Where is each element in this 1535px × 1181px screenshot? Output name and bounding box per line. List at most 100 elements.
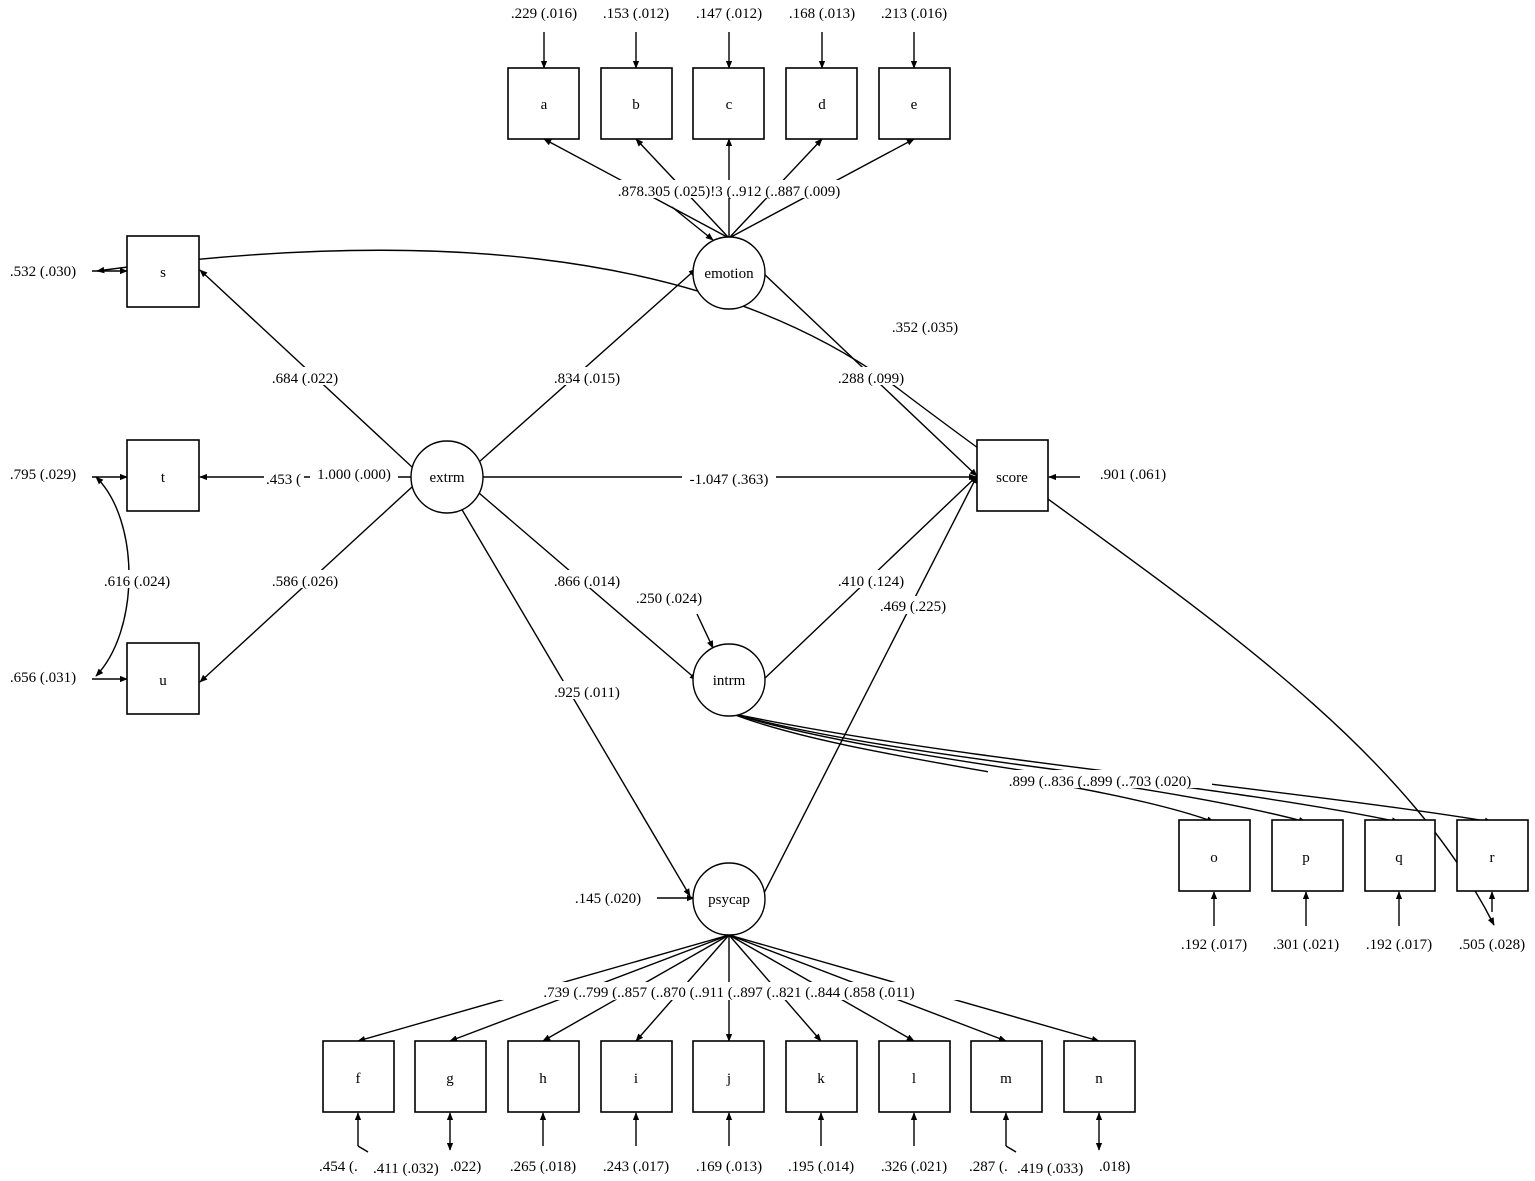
node-i: i [600,1040,673,1113]
covariance-s-r [96,249,1495,926]
path-label-extrm-emotion: .834 (.015) [554,371,620,387]
node-b: b [600,67,673,140]
node-f: f [322,1040,395,1113]
node-q: q [1364,819,1436,892]
residual-tail-f [357,1145,369,1153]
residual-label-g-tail: .022) [450,1159,481,1175]
residual-arrow-intrm [696,613,714,649]
residual-label-intrm: .250 (.024) [636,591,702,607]
path-label-extrm-intrm: .866 (.014) [554,574,620,590]
svg-text:psycap: psycap [708,892,750,908]
svg-text:n: n [1095,1071,1103,1087]
svg-text:score: score [996,470,1028,486]
path-extrm-psycap [460,507,691,897]
node-o: o [1178,819,1251,892]
residual-tail-m [1005,1145,1017,1153]
loading-intrm-r [729,712,1493,824]
svg-text:extrm: extrm [430,470,465,486]
node-d: d [785,67,858,140]
svg-text:m: m [1000,1071,1012,1087]
residual-label-q: .192 (.017) [1366,937,1432,953]
residual-label-h: .265 (.018) [510,1159,576,1175]
node-s: s [126,235,200,308]
path-psycap-score [761,475,978,898]
node-k: k [785,1040,858,1113]
svg-text:emotion: emotion [704,266,754,282]
svg-text:q: q [1395,850,1403,866]
svg-text:u: u [159,673,167,689]
node-r: r [1456,819,1529,892]
svg-text:h: h [539,1071,547,1087]
svg-text:p: p [1302,850,1310,866]
residual-label-l: .326 (.021) [881,1159,947,1175]
node-psycap: psycap [692,862,766,936]
residual-label-i: .243 (.017) [603,1159,669,1175]
residual-label-m: .287 (. [969,1159,1008,1175]
node-p: p [1271,819,1344,892]
psycap-loadings-label: .739 (..799 (..857 (..870 (..911 (..897 … [543,985,914,1001]
residual-label-b: .153 (.012) [603,6,669,22]
path-label-extrm-psycap: .925 (.011) [554,685,620,701]
residual-label-g: .411 (.032) [373,1161,439,1177]
path-label-extrm-score: -1.047 (.363) [690,472,769,488]
residual-label-r: .505 (.028) [1459,937,1525,953]
node-c: c [692,67,765,140]
svg-text:c: c [726,97,733,113]
residual-label-n: .419 (.033) [1017,1161,1083,1177]
node-a: a [507,67,580,140]
node-intrm: intrm [692,643,766,717]
loading-intrm-q [729,712,1400,824]
residual-label-u: .656 (.031) [10,670,76,686]
residual-label-psycap: .145 (.020) [575,891,641,907]
node-emotion: emotion [692,236,766,310]
residual-label-o: .192 (.017) [1181,937,1247,953]
residual-label-t: .795 (.029) [10,467,76,483]
svg-text:o: o [1210,850,1218,866]
svg-text:intrm: intrm [713,673,746,689]
node-n: n [1063,1040,1136,1113]
svg-text:i: i [634,1071,638,1087]
svg-text:d: d [818,97,826,113]
residual-label-k: .195 (.014) [788,1159,854,1175]
residual-label-a: .229 (.016) [511,6,577,22]
svg-text:j: j [726,1071,731,1087]
residual-label-d: .168 (.013) [789,6,855,22]
svg-text:b: b [632,97,640,113]
covariance-label-t-u: .616 (.024) [104,574,170,590]
node-t: t [126,439,200,512]
path-label-extrm-u: .586 (.026) [272,574,338,590]
node-score: score [976,439,1049,512]
emotion-loadings-label: .878.305 (.025)!3 (..912 (..887 (.009) [618,184,840,200]
svg-text:g: g [446,1071,454,1087]
intrm-loadings-label: .899 (..836 (..899 (..703 (.020) [1009,774,1191,790]
residual-label-n-tail: .018) [1099,1159,1130,1175]
node-j: j [692,1040,765,1113]
residual-label-f: .454 (. [319,1159,358,1175]
node-u: u [126,642,200,715]
node-e: e [878,67,951,140]
svg-text:s: s [160,265,166,281]
node-extrm: extrm [410,440,484,514]
loading-intrm-o [729,712,1215,823]
residual-arrow-emotion [671,206,714,241]
svg-text:f: f [356,1071,361,1087]
path-label-extrm-t: .453 ( [266,472,301,488]
residual-label-p: .301 (.021) [1273,937,1339,953]
path-label-extrm-s: .684 (.022) [272,371,338,387]
node-m: m [970,1040,1043,1113]
path-label-extrm-t-fixed: 1.000 (.000) [317,467,391,483]
residual-label-j: .169 (.013) [696,1159,762,1175]
svg-text:e: e [911,97,918,113]
residual-label-e: .213 (.016) [881,6,947,22]
node-l: l [878,1040,951,1113]
svg-text:r: r [1490,850,1495,866]
path-label-intrm-score: .410 (.124) [838,574,904,590]
node-g: g [414,1040,487,1113]
residual-label-c: .147 (.012) [696,6,762,22]
residual-label-emotion: .352 (.035) [892,320,958,336]
svg-text:t: t [161,470,166,486]
residual-label-s: .532 (.030) [10,264,76,280]
svg-text:k: k [817,1071,825,1087]
node-h: h [507,1040,580,1113]
